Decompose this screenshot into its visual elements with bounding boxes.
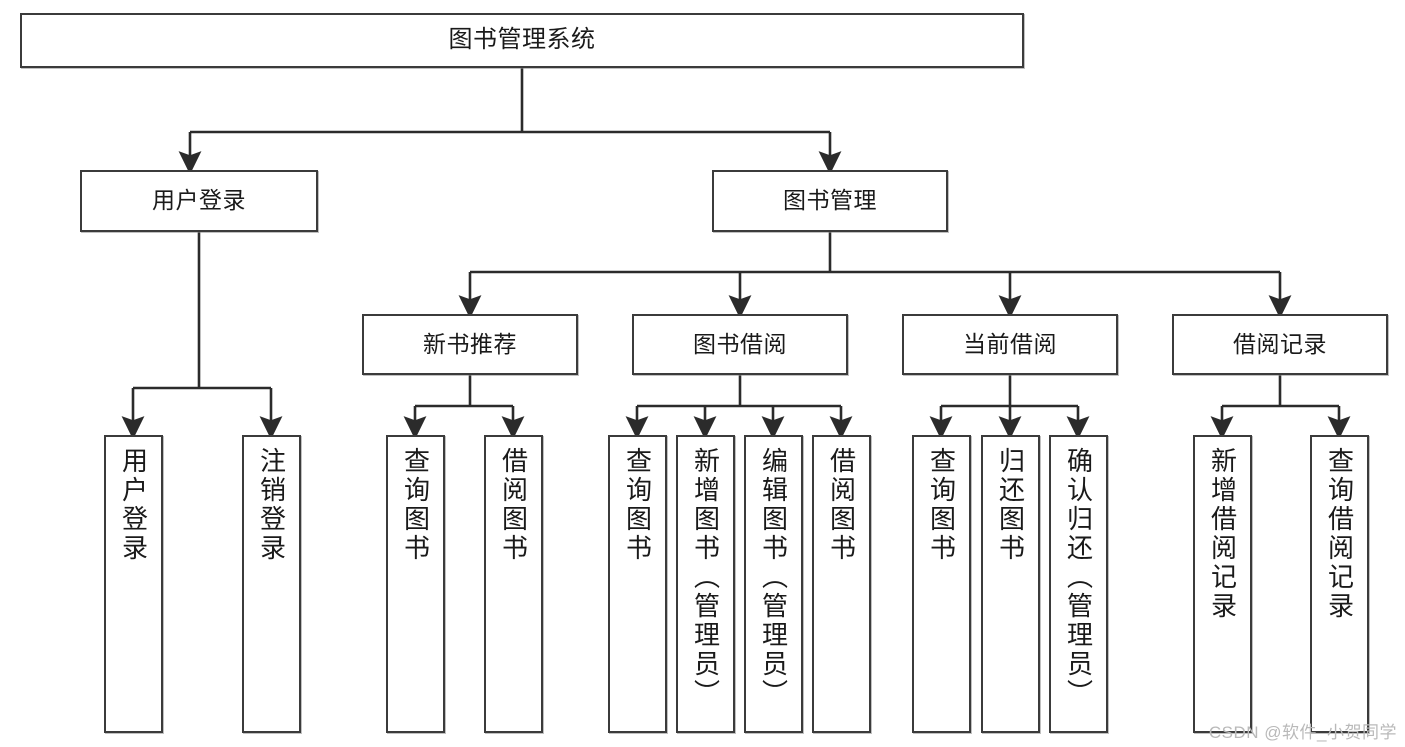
- node-label: 归还图书: [995, 447, 1026, 563]
- watermark: CSDN @软件_小贺同学: [1208, 723, 1397, 742]
- leaf-recommend-query-book[interactable]: 查询图书: [386, 435, 445, 733]
- leaf-borrow-borrow-book[interactable]: 借阅图书: [812, 435, 871, 733]
- node-label: 图书管理系统: [448, 26, 596, 54]
- node-label: 借阅记录: [1233, 330, 1327, 357]
- leaf-user-login-login[interactable]: 用户登录: [104, 435, 163, 733]
- node-label: 注销登录: [256, 447, 287, 563]
- node-label: 图书管理: [783, 187, 877, 214]
- node-label: 借阅图书: [498, 447, 529, 563]
- node-label: 新书推荐: [423, 330, 517, 357]
- node-label: 确认归还（管理员）: [1063, 447, 1094, 708]
- node-label: 查询图书: [400, 447, 431, 563]
- leaf-current-return-book[interactable]: 归还图书: [981, 435, 1040, 733]
- node-label: 新增借阅记录: [1207, 447, 1238, 621]
- leaf-user-login-logout[interactable]: 注销登录: [242, 435, 301, 733]
- node-label: 当前借阅: [963, 330, 1057, 357]
- node-label: 查询图书: [622, 447, 653, 563]
- leaf-borrow-add-book-admin[interactable]: 新增图书（管理员）: [676, 435, 735, 733]
- node-book-management[interactable]: 图书管理: [712, 170, 948, 232]
- node-label: 新增图书（管理员）: [690, 447, 721, 708]
- leaf-borrow-edit-book-admin[interactable]: 编辑图书（管理员）: [744, 435, 803, 733]
- node-user-login[interactable]: 用户登录: [80, 170, 318, 232]
- node-label: 用户登录: [118, 447, 149, 563]
- node-borrow-record[interactable]: 借阅记录: [1172, 314, 1388, 375]
- node-label: 查询借阅记录: [1324, 447, 1355, 621]
- node-new-book-recommend[interactable]: 新书推荐: [362, 314, 578, 375]
- leaf-current-confirm-return-admin[interactable]: 确认归还（管理员）: [1049, 435, 1108, 733]
- node-current-borrow[interactable]: 当前借阅: [902, 314, 1118, 375]
- leaf-recommend-borrow-book[interactable]: 借阅图书: [484, 435, 543, 733]
- leaf-borrow-query-book[interactable]: 查询图书: [608, 435, 667, 733]
- node-label: 借阅图书: [826, 447, 857, 563]
- leaf-record-add-record[interactable]: 新增借阅记录: [1193, 435, 1252, 733]
- leaf-current-query-book[interactable]: 查询图书: [912, 435, 971, 733]
- node-label: 编辑图书（管理员）: [758, 447, 789, 708]
- node-book-borrow[interactable]: 图书借阅: [632, 314, 848, 375]
- node-label: 查询图书: [926, 447, 957, 563]
- leaf-record-query-record[interactable]: 查询借阅记录: [1310, 435, 1369, 733]
- node-label: 图书借阅: [693, 330, 787, 357]
- node-label: 用户登录: [152, 187, 246, 214]
- node-root-system[interactable]: 图书管理系统: [20, 13, 1024, 68]
